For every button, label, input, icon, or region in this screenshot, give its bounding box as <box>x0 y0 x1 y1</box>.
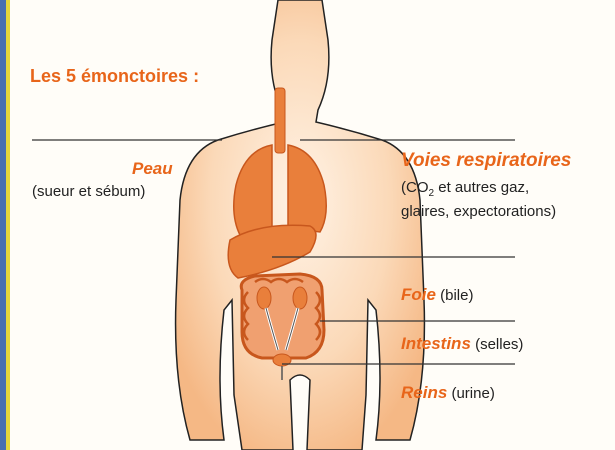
reins-label: Reins (urine) <box>401 382 495 404</box>
reins-name: Reins <box>401 383 447 402</box>
voies-label: Voies respiratoires <box>401 150 571 172</box>
foie-detail: (bile) <box>436 287 474 304</box>
diagram-panel: Les 5 émonctoires : Peau (sueur et sébum… <box>10 0 615 450</box>
voies-name: Voies respiratoires <box>401 150 571 171</box>
peau-name: Peau <box>132 159 173 178</box>
peau-label: Peau <box>132 158 173 180</box>
trachea <box>275 88 285 153</box>
foie-name: Foie <box>401 285 436 304</box>
reins-detail: (urine) <box>447 385 495 402</box>
right-kidney <box>293 287 307 309</box>
intestins-label: Intestins (selles) <box>401 333 523 355</box>
intestines <box>241 274 324 358</box>
voies-detail-2: glaires, expectorations) <box>401 201 556 222</box>
intestins-name: Intestins <box>401 334 471 353</box>
left-kidney <box>257 287 271 309</box>
diagram-title: Les 5 émonctoires : <box>30 66 199 87</box>
voies-detail-a: (CO <box>401 179 429 196</box>
intestins-detail: (selles) <box>471 336 524 353</box>
voies-detail-1: (CO2 et autres gaz, <box>401 177 529 204</box>
voies-detail-b: et autres gaz, <box>434 179 529 196</box>
foie-label: Foie (bile) <box>401 284 473 306</box>
peau-detail: (sueur et sébum) <box>32 181 145 202</box>
